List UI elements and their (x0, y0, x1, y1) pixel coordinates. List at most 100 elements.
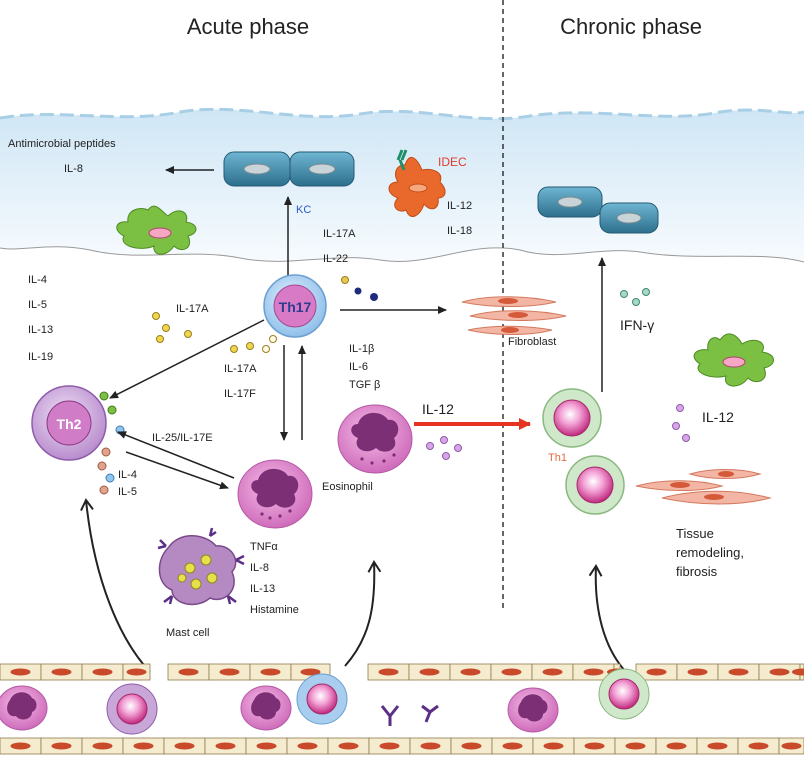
th17-il17a-top: IL-17A (323, 228, 356, 240)
fibroblast-cluster-chronic (635, 469, 772, 505)
il12-switch-label: IL-12 (422, 401, 454, 417)
endothelial-nucleus (215, 742, 236, 750)
arrow-th17-to-th2 (109, 319, 265, 399)
endothelial-nucleus (219, 668, 240, 676)
endothelial-nucleus (420, 742, 441, 750)
th2-cytokine-il4: IL-4 (28, 274, 47, 286)
outcome-line-3: fibrosis (676, 564, 718, 579)
eos-cytokine-tgfb: TGF β (349, 379, 380, 391)
endothelial-nucleus (338, 742, 359, 750)
endothelial-nucleus (133, 742, 154, 750)
circulating-th2 (106, 683, 158, 735)
idec-label: IDEC (438, 155, 467, 169)
endothelial-nucleus (542, 668, 563, 676)
endothelial-nucleus (501, 668, 522, 676)
circulating-eosinophil-3 (507, 687, 559, 733)
endothelial-nucleus (543, 742, 564, 750)
circulating-th17 (296, 673, 348, 725)
idec-cell (388, 149, 446, 218)
ifng-label: IFN-γ (620, 317, 654, 333)
dendritic-cell-chronic (693, 333, 774, 387)
eosinophil-label: Eosinophil (322, 481, 373, 493)
th2-cytokine-il13: IL-13 (28, 324, 53, 336)
arrow-recruit-th2 (80, 498, 151, 673)
mast-mediator-histamine: Histamine (250, 604, 299, 616)
il22-granules (341, 276, 378, 301)
endothelial-nucleus (51, 742, 72, 750)
arrow-th2-to-eos (125, 451, 229, 490)
mast-mediator-tnfa: TNFα (250, 541, 278, 553)
endothelial-nucleus (502, 742, 523, 750)
endothelial-nucleus (748, 742, 769, 750)
th2-cytokine-il19: IL-19 (28, 351, 53, 363)
mast-mediator-il8: IL-8 (250, 562, 269, 574)
outcome-line-1: Tissue (676, 526, 714, 541)
th17-to-th2-il17a: IL-17A (176, 303, 209, 315)
endothelial-nucleus (178, 668, 199, 676)
circulating-th1 (598, 668, 650, 720)
th1-cell-top (542, 388, 602, 448)
th2-granules (97, 391, 125, 495)
il17a-granules-left (152, 312, 192, 343)
il12-chronic-label: IL-12 (702, 409, 734, 425)
eos-cytokine-il1b: IL-1β (349, 343, 374, 355)
endothelial-nucleus (460, 668, 481, 676)
endothelial-nucleus (666, 742, 687, 750)
chronic-phase-title: Chronic phase (560, 14, 702, 39)
idec-cytokine-il18: IL-18 (447, 225, 472, 237)
endothelial-nucleus (92, 742, 113, 750)
ifng-granules (620, 288, 650, 306)
fibroblast-label: Fibroblast (508, 336, 556, 348)
arrow-eos-to-th2-feedback (117, 431, 235, 479)
vessel-wall-bottom (0, 737, 804, 755)
arrow-recruit-th1 (588, 564, 627, 673)
endothelial-nucleus (51, 668, 72, 676)
vessel-wall-top (0, 663, 804, 681)
antimicrobial-peptides-label: Antimicrobial peptides (8, 138, 116, 150)
endothelial-nucleus (378, 668, 399, 676)
eosinophil-cell-center (237, 459, 313, 529)
endothelial-nucleus (10, 668, 31, 676)
mast-cell (157, 527, 245, 606)
antibody-icon (380, 704, 439, 726)
idec-cytokine-il12: IL-12 (447, 200, 472, 212)
th17-il22-top: IL-22 (323, 253, 348, 265)
th17-label: Th17 (279, 299, 312, 315)
endothelial-nucleus (584, 742, 605, 750)
th2-out-il5: IL-5 (118, 486, 137, 498)
th1-cell-bottom (565, 455, 625, 515)
endothelial-nucleus (625, 742, 646, 750)
endothelial-nucleus (419, 668, 440, 676)
circulating-eosinophil-1 (0, 685, 48, 731)
keratinocyte-pair-chronic (537, 186, 659, 234)
endothelial-nucleus (174, 742, 195, 750)
th17-to-eos-il17a: IL-17A (224, 363, 257, 375)
endothelial-nucleus (687, 668, 708, 676)
il12-granules-chronic (672, 404, 690, 442)
th1-label: Th1 (548, 452, 567, 464)
endothelial-nucleus (300, 668, 321, 676)
eosinophil-cell-right (337, 404, 413, 474)
endothelial-nucleus (10, 742, 31, 750)
il25-il17e-label: IL-25/IL-17E (152, 432, 213, 444)
endothelial-nucleus (92, 668, 113, 676)
th17-to-eos-il17f: IL-17F (224, 388, 256, 400)
endothelial-nucleus (792, 668, 804, 676)
dendritic-cell-acute (116, 205, 197, 255)
arrow-recruit-eosinophil (344, 560, 382, 667)
acute-phase-title: Acute phase (187, 14, 309, 39)
endothelial-nucleus (781, 742, 802, 750)
endothelial-nucleus (461, 742, 482, 750)
endothelial-nucleus (297, 742, 318, 750)
endothelial-nucleus (126, 668, 147, 676)
endothelial-nucleus (646, 668, 667, 676)
keratinocyte-pair-acute (223, 151, 355, 187)
il12-granules-center (426, 436, 462, 460)
mast-mediator-il13: IL-13 (250, 583, 275, 595)
circulating-eosinophil-2 (240, 685, 292, 731)
fibroblast-cluster (461, 296, 567, 335)
il8-skin-label: IL-8 (64, 163, 83, 175)
eos-cytokine-il6: IL-6 (349, 361, 368, 373)
endothelial-nucleus (260, 668, 281, 676)
